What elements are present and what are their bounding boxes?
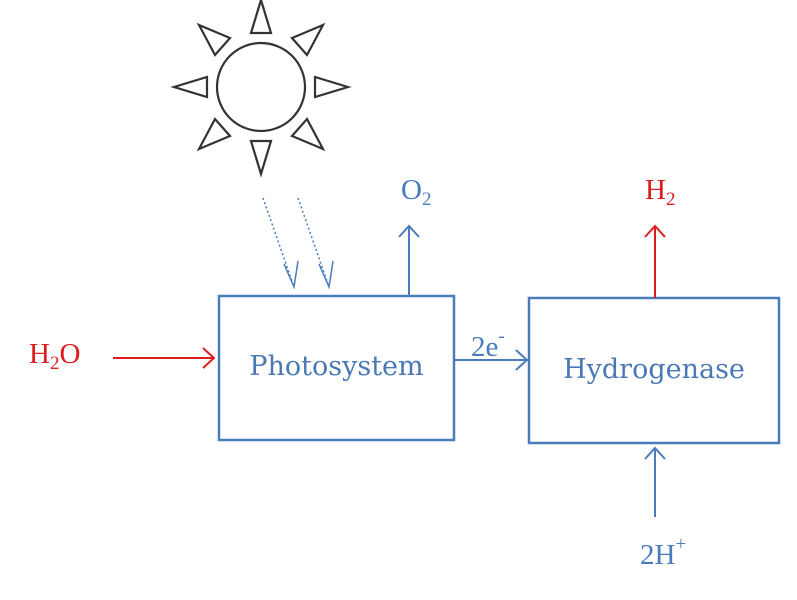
hydrogen-label-main: H (645, 174, 666, 206)
sun-ray-bottom-right (290, 117, 326, 152)
light-ray-2-head (318, 260, 334, 290)
water-label: H2O (29, 338, 81, 374)
sun-ray-top-left (196, 22, 232, 57)
light-ray-1 (262, 197, 294, 285)
electrons-label-superscript: - (498, 326, 505, 347)
hydrogen-output-arrow (644, 224, 666, 298)
water-label-main: H (29, 338, 50, 370)
oxygen-label: O2 (401, 174, 432, 210)
electrons-label-main: 2e (471, 331, 499, 363)
protons-label-main: 2H (640, 539, 676, 571)
sun-ray-bottom (249, 139, 273, 178)
electrons-label: 2e- (471, 327, 505, 362)
hydrogen-label-subscript: 2 (665, 189, 676, 210)
light-ray-1-head (283, 260, 299, 290)
light-ray-2 (297, 197, 329, 285)
hydrogen-label: H2 (645, 174, 676, 210)
sun-ray-left (170, 75, 209, 99)
electron-transfer-arrow (455, 349, 529, 371)
photosystem-label: Photosystem (249, 351, 424, 382)
hydrogenase-label: Hydrogenase (563, 354, 745, 385)
photosystem-box (217, 294, 456, 442)
proton-input-arrow (644, 446, 666, 517)
sun-ray-top (249, 0, 273, 35)
sun-ray-bottom-left (196, 117, 232, 152)
water-label-tail: O (59, 338, 81, 370)
protons-label: 2H+ (640, 535, 686, 570)
oxygen-output-arrow (398, 224, 420, 296)
light-rays (262, 197, 334, 290)
sun-icon (170, 0, 352, 178)
sun-ray-top-right (290, 22, 326, 57)
oxygen-label-subscript: 2 (421, 189, 432, 210)
sun-ray-right (313, 75, 352, 99)
protons-label-superscript: + (675, 534, 687, 555)
water-label-subscript: 2 (49, 353, 60, 374)
oxygen-label-main: O (401, 174, 422, 206)
water-input-arrow (113, 347, 216, 369)
